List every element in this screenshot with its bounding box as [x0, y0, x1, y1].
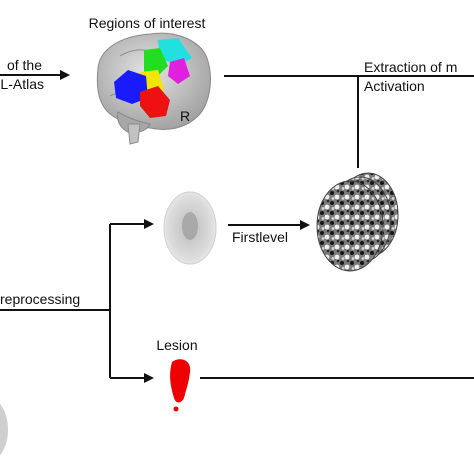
lesion-label: Lesion	[156, 337, 197, 353]
roi-green	[144, 48, 168, 76]
activation-map-stack-icon	[316, 172, 399, 272]
partial-brain-edge	[0, 404, 8, 455]
regions-of-interest-label: Regions of interest	[89, 15, 206, 31]
brain-axial-slice-icon	[163, 191, 217, 265]
axial-slice-ventricles	[182, 212, 198, 240]
lesion-shape	[170, 359, 191, 403]
connectors	[0, 70, 474, 383]
partial-brain-icon	[0, 404, 8, 455]
brainstem	[127, 123, 141, 145]
preprocessing-label: reprocessing	[0, 291, 80, 307]
hemisphere-r-label: R	[180, 108, 190, 124]
roi-blue	[114, 70, 148, 104]
cerebellum	[117, 111, 151, 133]
brain-3d-icon	[96, 32, 211, 145]
roi-magenta	[168, 58, 190, 84]
firstlevel-label: Firstlevel	[232, 229, 288, 245]
roi-red	[140, 86, 170, 118]
atlas-label-line2: L-Atlas	[0, 76, 44, 92]
extraction-label-line2: Activation	[364, 78, 425, 94]
lesion-fragment	[173, 406, 179, 412]
lesion-mask-icon	[170, 359, 191, 412]
activation-slice-front	[316, 180, 384, 272]
extraction-label-line1: Extraction of m	[364, 59, 457, 75]
atlas-label-line1: of the	[7, 57, 42, 73]
